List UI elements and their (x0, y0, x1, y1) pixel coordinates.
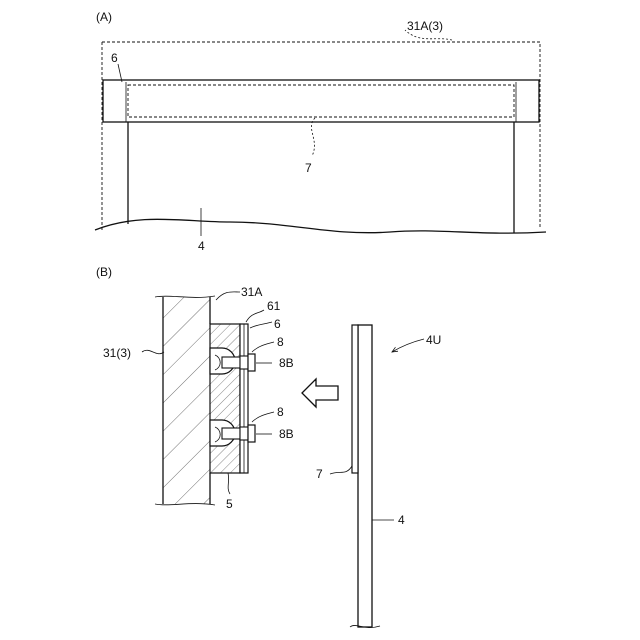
leader-8-top (252, 342, 274, 352)
callout-8B-bottom: 8B (279, 427, 294, 441)
callout-4-b: 4 (398, 513, 405, 527)
panel-4U-section (358, 325, 372, 627)
leader-313 (142, 350, 164, 353)
leader-7-b (330, 466, 352, 474)
leader-7-a (311, 118, 315, 156)
leader-31A (216, 292, 240, 300)
approach-arrow-icon (302, 379, 338, 407)
leader-61 (246, 310, 264, 322)
leader-5 (228, 473, 230, 494)
callout-7-a: 7 (305, 161, 312, 175)
magnet-8-bottom-neck (240, 427, 248, 440)
panel-a: (A) 31A(3) 6 7 4 (95, 10, 546, 253)
rail-6 (103, 80, 539, 122)
panel-b-label: (B) (96, 265, 112, 279)
leader-8-bottom (252, 412, 274, 422)
spacer-5 (210, 324, 240, 473)
magnet-8-top-neck (240, 356, 248, 369)
leader-4U (392, 339, 424, 352)
hook-7-section (352, 325, 358, 473)
callout-5: 5 (226, 497, 233, 511)
callout-31A3: 31A(3) (407, 19, 443, 33)
wall-31-hatch (163, 297, 210, 504)
callout-8B-top: 8B (279, 356, 294, 370)
magnet-8B-top-head (248, 354, 255, 371)
callout-8-bottom: 8 (277, 405, 284, 419)
callout-6-a: 6 (111, 51, 118, 65)
panel-b: (B) 31(3) 31A 5 61 6 8 (96, 265, 441, 628)
magnet-8-bottom-shaft (222, 428, 240, 439)
leader-6-b (250, 322, 272, 328)
panel-4-break-line (95, 219, 546, 233)
magnet-8B-bottom-head (248, 425, 255, 442)
hook-7-hidden (128, 85, 514, 117)
callout-313: 31(3) (103, 346, 131, 360)
panel-a-label: (A) (96, 10, 112, 24)
magnet-8-top-shaft (222, 357, 240, 368)
callout-4-a: 4 (198, 239, 205, 253)
callout-6-b: 6 (274, 317, 281, 331)
callout-7-b: 7 (316, 467, 323, 481)
callout-4U: 4U (426, 333, 441, 347)
leader-6-a (118, 64, 122, 82)
callout-31A: 31A (241, 285, 262, 299)
callout-61: 61 (267, 299, 281, 313)
mount-surface-31A-outline (102, 42, 540, 228)
callout-8-top: 8 (277, 335, 284, 349)
